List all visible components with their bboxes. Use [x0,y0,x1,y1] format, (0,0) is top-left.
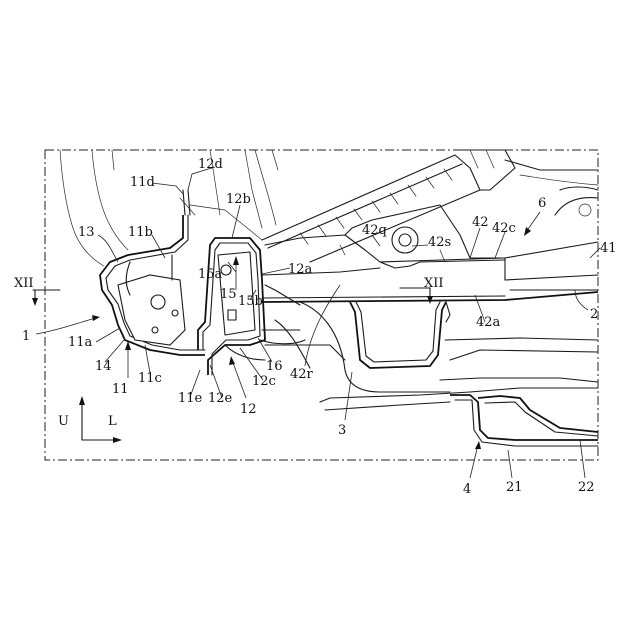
label-12c: 12c [252,374,276,389]
label-15: 15 [220,287,237,302]
section-mark-right [399,287,433,304]
label-42r: 42r [290,367,314,382]
label-11a: 11a [68,335,93,350]
label-42a: 42a [476,315,501,330]
label-12: 12 [240,402,257,417]
view-boundary [44,149,599,461]
bolt-boss [391,226,419,254]
label-4: 4 [463,482,471,497]
label-axis-up: U [58,414,69,429]
lower-channel-3 [261,301,451,393]
diagonal-brace [261,149,599,263]
floor-panels [319,337,599,447]
label-21: 21 [506,480,523,495]
label-15b: 15b [238,294,263,309]
left-bracket-11 [99,189,206,356]
label-11: 11 [112,382,129,397]
label-11d: 11d [130,175,155,190]
right-bracket-12 [197,237,306,376]
label-42: 42 [472,215,489,230]
label-12b: 12b [226,192,251,207]
label-3: 3 [338,423,346,438]
leader-lines [35,166,601,479]
label-section-right: XII [424,276,444,291]
cross-member-42 [261,204,599,303]
label-11e: 11e [178,391,203,406]
label-22: 22 [578,480,595,495]
label-2: 2 [590,307,598,322]
label-1: 1 [22,329,30,344]
section-mark-left [32,289,61,306]
label-15a: 15a [198,267,223,282]
label-12a: 12a [288,262,313,277]
background-structure [59,149,279,267]
label-6: 6 [538,196,546,211]
label-axis-left: L [108,414,117,429]
label-41: 41 [600,241,617,256]
label-16: 16 [266,359,283,374]
label-42s: 42s [428,235,451,250]
label-11b: 11b [128,225,153,240]
label-11c: 11c [138,371,162,386]
label-12d: 12d [198,157,223,172]
reference-labels: XII XII U L 1 2 3 4 6 11 11a 11b 11c 11d… [14,157,617,497]
label-section-left: XII [14,276,34,291]
label-14: 14 [95,359,112,374]
label-13: 13 [78,225,95,240]
label-12e: 12e [208,391,233,406]
label-42c: 42c [492,221,516,236]
side-member-41 [504,186,599,291]
label-42q: 42q [362,223,387,238]
axis-indicator [79,396,122,443]
